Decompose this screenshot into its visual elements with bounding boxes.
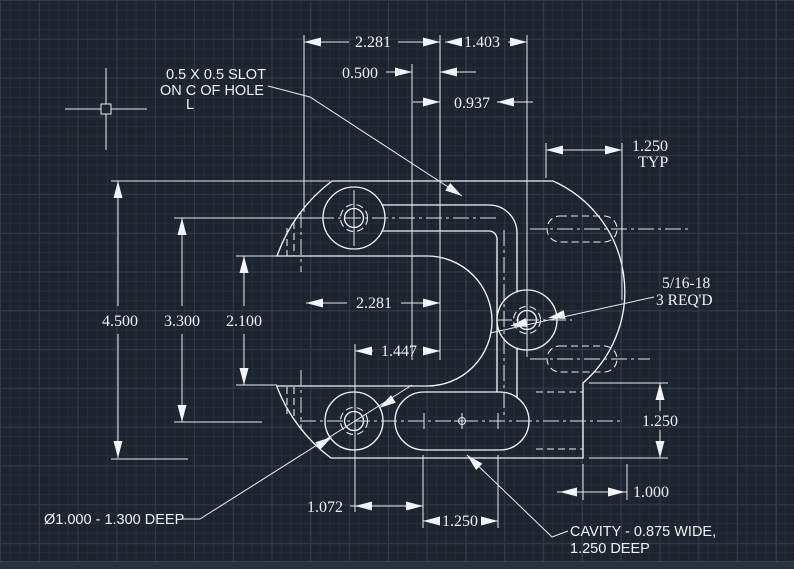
slot-note-centerline-mark: L xyxy=(186,97,194,113)
dim-text: 2.281 xyxy=(355,34,391,51)
arrowhead xyxy=(445,37,462,47)
arrowhead xyxy=(355,346,372,356)
arrowhead xyxy=(608,487,625,497)
pickbox xyxy=(100,103,112,115)
slot-note-line2: ON C OF HOLE xyxy=(160,83,264,99)
dim-text: 1.447 xyxy=(381,343,417,360)
dim-text: 1.403 xyxy=(464,34,500,51)
cavity-note-line1: CAVITY - 0.875 WIDE, xyxy=(570,524,716,540)
arrowhead xyxy=(423,97,440,107)
arrowhead xyxy=(423,298,440,308)
dim-text: 3.300 xyxy=(164,313,200,330)
arrowhead xyxy=(239,256,249,273)
dim-mid-width[interactable]: 2.281 xyxy=(306,295,440,312)
dim-top-width-left[interactable]: 2.281 xyxy=(304,34,440,51)
arrowhead xyxy=(440,67,457,77)
arrowhead xyxy=(423,346,440,356)
tap-note-line1: 5/16-18 xyxy=(662,275,710,292)
dim-text: 0.500 xyxy=(342,65,378,82)
arrowhead xyxy=(655,441,665,458)
arrowhead xyxy=(395,67,412,77)
slot-channel[interactable] xyxy=(381,204,518,399)
cavity-note-line2: 1.250 DEEP xyxy=(570,541,650,557)
dim-left-height-mid[interactable]: 3.300 xyxy=(164,218,200,422)
thread-circle xyxy=(512,305,542,335)
dimension-arrowheads xyxy=(113,37,665,526)
arrowhead xyxy=(113,181,123,198)
arrowhead xyxy=(510,37,527,47)
arrowhead xyxy=(548,310,566,319)
counterbore-note: Ø1.000 - 1.300 DEEP xyxy=(44,512,184,528)
arrowhead xyxy=(355,501,372,511)
arrowhead xyxy=(445,182,462,196)
arrowhead xyxy=(467,455,483,471)
crosshair-cursor xyxy=(65,68,147,150)
arrowhead xyxy=(423,516,440,526)
slot-note-line1: 0.5 X 0.5 SLOT xyxy=(166,67,266,83)
dim-text: 0.937 xyxy=(454,95,490,112)
hidden-cavity-extension xyxy=(536,391,583,450)
dim-suffix: TYP xyxy=(638,154,668,171)
arrowhead xyxy=(605,145,622,155)
dim-text: 1.250 xyxy=(442,513,478,530)
dim-text: 2.100 xyxy=(226,313,262,330)
arrowhead xyxy=(546,145,563,155)
window-edge-strip xyxy=(0,561,794,569)
arrowhead xyxy=(306,298,323,308)
arrowhead xyxy=(304,37,321,47)
tap-note-line2: 3 REQ'D xyxy=(656,292,713,309)
dim-left-height-outer[interactable]: 4.500 xyxy=(102,181,138,458)
leader-counterbore-note xyxy=(182,384,413,520)
arrowhead xyxy=(497,97,514,107)
dim-right-top-width[interactable]: 1.250 TYP xyxy=(546,138,668,171)
arrowhead xyxy=(239,368,249,385)
annotations[interactable]: 0.5 X 0.5 SLOT ON C OF HOLE L 5/16-18 3 … xyxy=(44,67,716,557)
arrowhead xyxy=(481,516,498,526)
dim-left-height-inner[interactable]: 2.100 xyxy=(226,256,262,385)
arrowhead xyxy=(423,37,440,47)
hidden-lines xyxy=(286,215,618,450)
arrowhead xyxy=(655,383,665,400)
arrowhead xyxy=(177,218,187,235)
hidden-obround-bottom-right xyxy=(546,345,618,373)
arrowhead xyxy=(560,487,577,497)
hidden-obround-top-right xyxy=(546,215,618,243)
dim-text: 1.072 xyxy=(307,499,343,516)
leader-lines xyxy=(182,85,655,538)
leader-cavity-note xyxy=(466,454,569,538)
dim-text: 4.500 xyxy=(102,313,138,330)
dim-text: 2.281 xyxy=(356,295,392,312)
extension-lines xyxy=(111,35,668,528)
arrowhead xyxy=(315,437,332,450)
arrowhead xyxy=(510,318,528,327)
leader-tap-note xyxy=(489,296,655,334)
arrowhead xyxy=(406,501,423,511)
part-outline[interactable] xyxy=(276,180,626,459)
arrowhead xyxy=(177,405,187,422)
leader-slot-note xyxy=(267,85,463,197)
centerlines xyxy=(300,190,688,430)
dim-text: 1.250 xyxy=(642,413,678,430)
dim-text: 1.000 xyxy=(633,484,669,501)
arrowhead xyxy=(379,395,396,408)
dim-text: 1.250 xyxy=(632,138,668,155)
arrowhead xyxy=(113,441,123,458)
